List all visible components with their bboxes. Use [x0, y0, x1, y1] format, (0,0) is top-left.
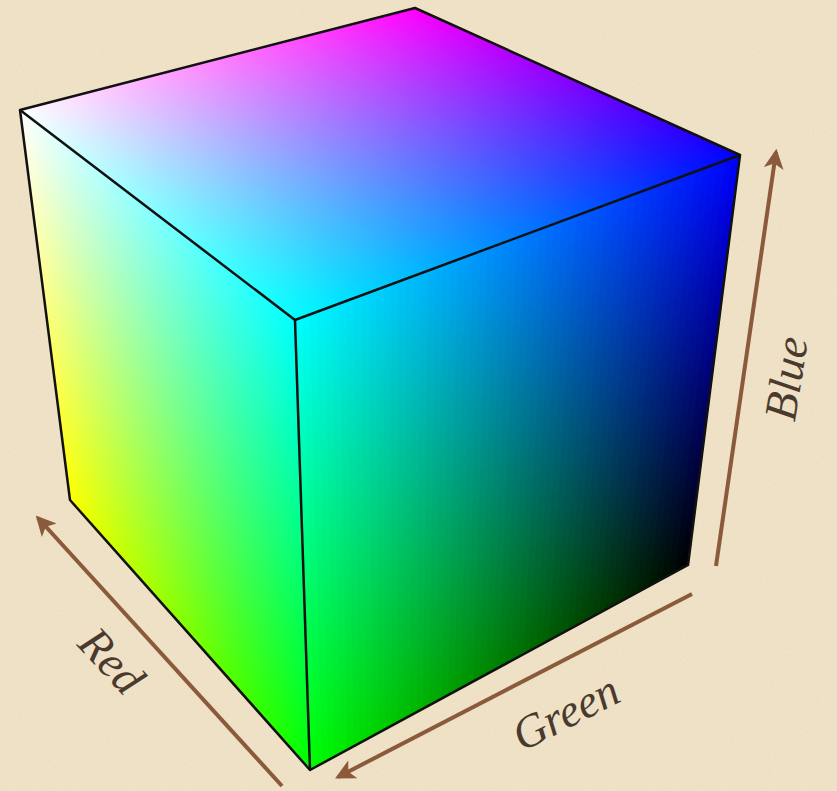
face-strip: [669, 161, 725, 576]
face-strip: [395, 11, 725, 163]
red-axis-arrow: [38, 518, 282, 786]
face-strip: [369, 18, 696, 174]
green-axis-arrow: [338, 594, 692, 777]
axis-arrows: [38, 152, 776, 786]
cube-faces: [20, 8, 740, 770]
face-strip: [356, 22, 681, 180]
face-strip: [408, 8, 740, 158]
face-strip: [362, 20, 688, 177]
cube-edges: [20, 8, 740, 770]
face-strip: [382, 15, 710, 169]
face-strip: [384, 284, 392, 729]
face-strip: [376, 17, 703, 172]
face-strip: [389, 13, 718, 166]
face-strip: [402, 10, 733, 161]
